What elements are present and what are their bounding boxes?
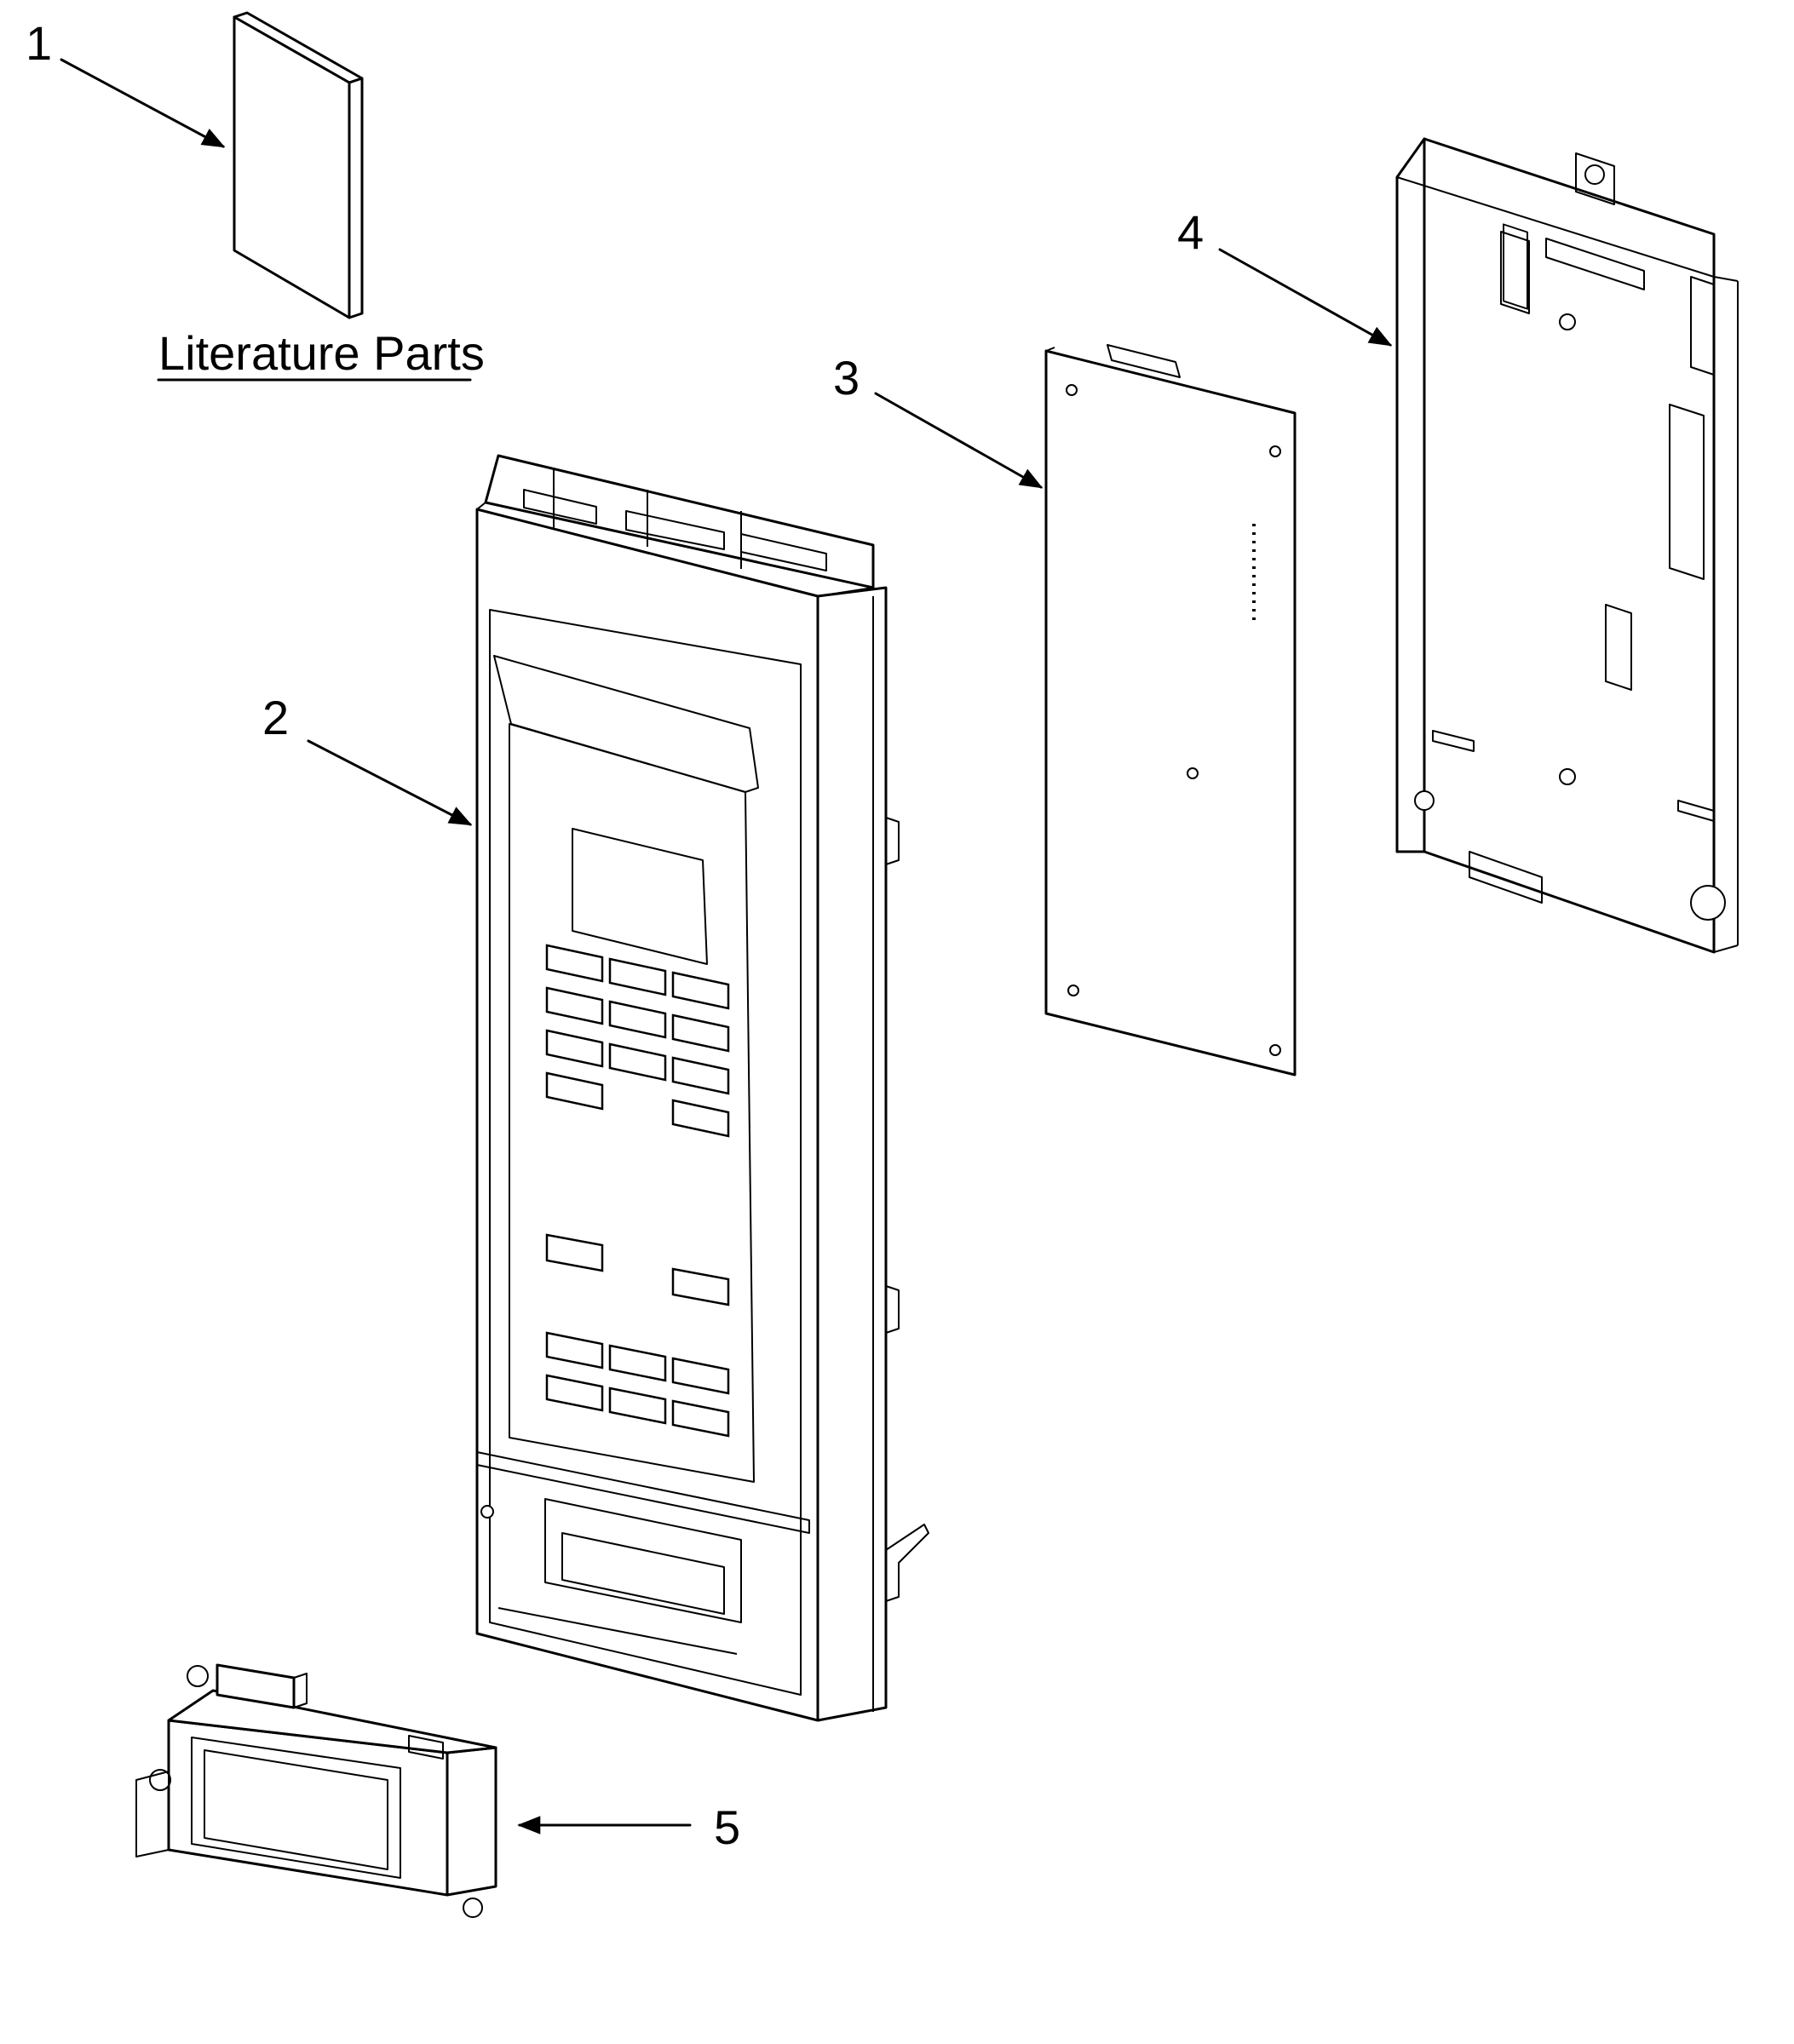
callout-3: 3 [833,351,860,405]
leader-line-4 [1218,248,1393,347]
leader-line-1 [60,58,226,148]
callout-4: 4 [1177,205,1204,259]
part-2-control-panel[interactable] [475,454,929,1722]
leader-line-3 [874,392,1044,489]
callout-2: 2 [262,691,289,744]
keypad-lower [545,1331,730,1438]
part-1-literature-booklet[interactable] [233,11,364,319]
part-3-circuit-board[interactable] [1044,344,1297,1077]
callout-5: 5 [714,1800,740,1854]
part-5-switch-housing[interactable] [135,1663,497,1918]
keypad-upper [545,944,730,1138]
leader-line-2 [307,739,473,826]
keypad-middle [545,1233,730,1306]
callout-1: 1 [26,16,52,70]
part-4-mounting-bracket[interactable] [1395,137,1739,954]
literature-parts-label: Literature Parts [158,326,485,380]
